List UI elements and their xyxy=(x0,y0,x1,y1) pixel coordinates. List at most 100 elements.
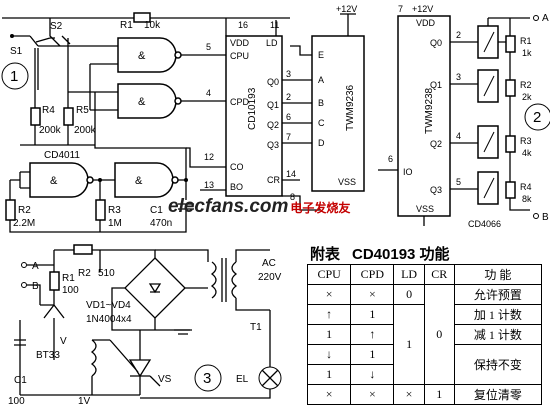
nand-gate-3 xyxy=(29,162,89,198)
twm9238-wires xyxy=(378,41,480,226)
cell: × xyxy=(350,284,395,305)
label-cpd: CPD xyxy=(230,97,250,107)
label-r3-value: 1M xyxy=(108,218,122,229)
label-circle-1: 1 xyxy=(10,68,18,85)
pin-4: 4 xyxy=(206,88,211,98)
cell: 减 1 计数 xyxy=(453,324,543,345)
label-rr4: R4 xyxy=(520,182,532,192)
gate2-wires xyxy=(68,64,226,111)
terminal-b xyxy=(533,213,539,219)
nand-bubble-2 xyxy=(174,97,182,105)
label-ps-r1: R1 xyxy=(62,273,75,284)
table-row: × × 0 0 允许预置 xyxy=(306,284,543,385)
switch-cd4066-2 xyxy=(477,69,499,103)
nand-bubble-4 xyxy=(171,176,179,184)
label-vss-3: VSS xyxy=(416,204,434,214)
cell: 1 xyxy=(350,304,395,325)
label-s1: S1 xyxy=(10,46,23,57)
label-rr1-value: 1k xyxy=(522,48,532,58)
resistor-rr3 xyxy=(505,135,516,153)
q-outputs xyxy=(275,20,320,211)
pin-11: 11 xyxy=(270,20,279,30)
label-v-bottom: 1V xyxy=(78,396,91,407)
label-terminal-a: A xyxy=(542,13,549,24)
label-q1-3: Q1 xyxy=(430,80,442,90)
pin-6: 6 xyxy=(286,112,291,122)
table-row: 1 ↓ xyxy=(306,364,542,385)
cell: 加 1 计数 xyxy=(453,304,543,325)
cell: 0 xyxy=(393,284,425,305)
label-ps-v: V xyxy=(60,336,67,347)
label-cd4066: CD4066 xyxy=(468,219,501,229)
label-cr: CR xyxy=(267,175,280,185)
label-vd-value: 1N4004x4 xyxy=(86,314,132,325)
label-vd: VD1~VD4 xyxy=(86,300,131,311)
cell: 1 xyxy=(393,304,425,385)
nand-bubble-3 xyxy=(86,176,94,184)
label-vplus-1: +12V xyxy=(336,4,357,14)
gate-symbol-2: & xyxy=(138,96,146,108)
ic-twm9238 xyxy=(397,15,451,217)
resistor-r1 xyxy=(133,12,151,23)
label-q2-3: Q2 xyxy=(430,139,442,149)
cell: ↑ xyxy=(306,304,352,325)
label-vdd-3: VDD xyxy=(416,18,436,28)
capacitor-c1 xyxy=(178,203,194,210)
gate-symbol-3: & xyxy=(50,175,58,187)
label-c1: C1 xyxy=(150,205,163,216)
junction-dot xyxy=(98,178,102,182)
watermark-text-en: elecfans.com xyxy=(168,196,289,217)
lamp-cross xyxy=(140,310,279,399)
label-ic-cd10193: CD10193 xyxy=(247,87,258,130)
ic-cd10193 xyxy=(225,35,283,197)
label-ac-value: 220V xyxy=(258,272,282,283)
pin-4-3: 4 xyxy=(456,131,461,141)
label-e: E xyxy=(318,50,324,60)
label-a: A xyxy=(318,75,324,85)
switch-cd4066-3 xyxy=(477,125,499,159)
label-el: EL xyxy=(236,374,249,385)
pin-14: 14 xyxy=(286,169,296,179)
header-cpd: CPD xyxy=(350,264,395,285)
cell: 复位清零 xyxy=(453,384,543,405)
switch-cd4066-4 xyxy=(477,171,499,205)
label-c1-value: 470n xyxy=(150,218,172,229)
resistor-ps-r2 xyxy=(73,244,93,255)
header-function: 功 能 xyxy=(453,264,543,285)
label-ps-b: B xyxy=(32,281,39,292)
header-cpu: CPU xyxy=(306,264,352,285)
label-terminal-b: B xyxy=(542,212,549,223)
cell: × xyxy=(306,284,352,305)
label-co: CO xyxy=(230,162,244,172)
junction-dot xyxy=(184,178,188,182)
marker-circle-1 xyxy=(1,62,29,90)
label-b: B xyxy=(318,98,324,108)
switch-contacts xyxy=(483,31,495,199)
label-cpu: CPU xyxy=(230,51,249,61)
cell: 1 xyxy=(350,344,395,365)
resistor-r5 xyxy=(63,107,74,126)
table-title-main: CD40193 功能 xyxy=(352,246,450,263)
label-ic-twm9238: TWM9238 xyxy=(424,87,435,134)
label-t1: T1 xyxy=(250,322,262,333)
label-q1: Q1 xyxy=(267,100,279,110)
label-ld: LD xyxy=(266,38,278,48)
resistor-rr4 xyxy=(505,181,516,199)
cell: 1 xyxy=(423,384,455,405)
header-cr: CR xyxy=(423,264,455,285)
ic-twm9236 xyxy=(311,35,365,192)
label-q3: Q3 xyxy=(267,140,279,150)
label-r5: R5 xyxy=(76,105,89,116)
label-vplus-2: +12V xyxy=(412,4,433,14)
gate1-wires xyxy=(38,45,226,65)
pin-3-3: 3 xyxy=(456,72,461,82)
terminal-ps-b xyxy=(21,282,27,288)
function-table: CPU CPD LD CR 功 能 × × 0 0 允许预置 ↑ 1 1 加 1… xyxy=(306,264,543,405)
cell: × xyxy=(350,384,395,405)
header-ld: LD xyxy=(393,264,425,285)
terminal-s1 xyxy=(10,34,14,38)
pin-7: 7 xyxy=(286,132,291,142)
